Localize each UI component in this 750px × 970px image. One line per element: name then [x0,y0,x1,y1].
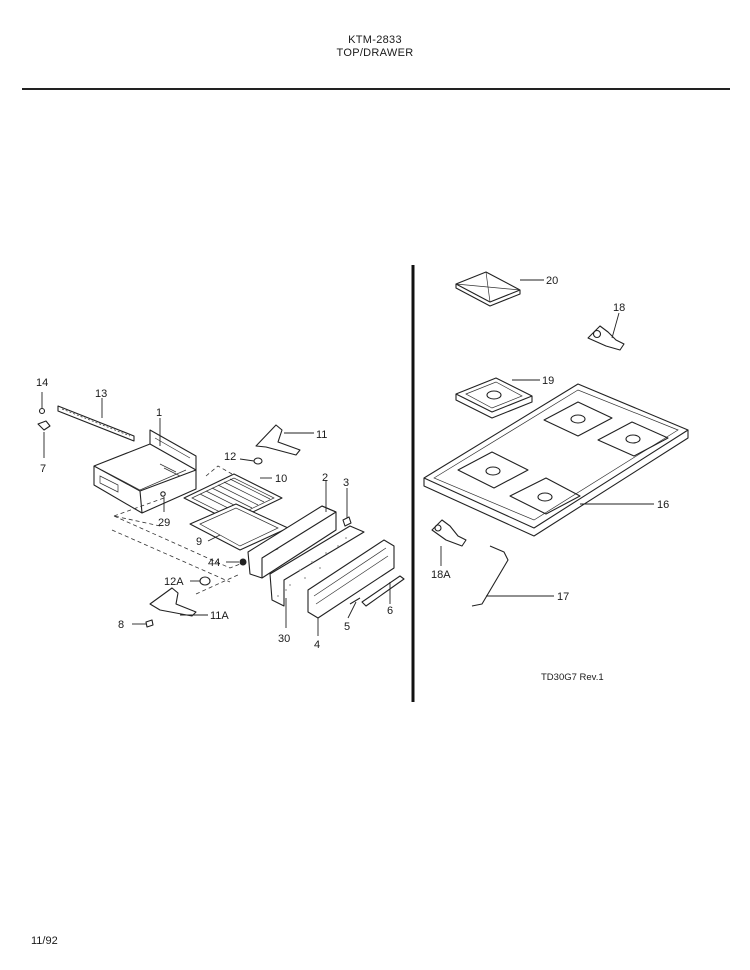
callout-16: 16 [657,499,669,511]
drawing-reference-code: TD30G7 Rev.1 [541,672,604,683]
part-5-screw [349,597,361,605]
callout-3: 3 [343,477,349,489]
part-4-drawer-front [307,539,395,619]
part-6-handle [361,575,405,607]
part-16-cooktop [423,383,689,537]
callout-18a: 18A [431,569,451,581]
callout-18: 18 [613,302,625,314]
part-19-burner-bowl [455,377,533,419]
callout-20: 20 [546,275,558,287]
callout-13: 13 [95,388,107,400]
part-18-valve [587,325,625,351]
part-12-spacer [253,457,263,465]
callout-11a: 11A [210,610,229,622]
part-18a-valve [431,519,467,547]
part-13-rail [57,405,135,442]
callout-1: 1 [156,407,162,419]
callout-2: 2 [322,472,328,484]
assembly-dashed-outline-upper [205,465,233,477]
section-title: TOP/DRAWER [336,47,414,59]
callout-8: 8 [118,619,124,631]
part-8-screw [145,619,154,628]
callout-30: 30 [278,633,290,645]
part-7-bracket [37,420,51,431]
part-12a-spacer [199,576,211,586]
callout-7: 7 [40,463,46,475]
part-20-grate [455,271,521,307]
callout-6: 6 [387,605,393,617]
part-1-drawer-body [93,429,197,514]
part-29-screw [160,491,166,497]
callout-4: 4 [314,639,320,651]
callout-17: 17 [557,591,569,603]
callout-14: 14 [36,377,48,389]
callout-11: 11 [316,429,327,441]
part-11a-slide-bracket [149,587,197,617]
callout-10: 10 [275,473,287,485]
part-44-bumper [239,558,247,566]
callout-12a: 12A [164,576,184,588]
header-divider [22,88,730,90]
callout-29: 29 [158,517,170,529]
part-17-tube [471,545,509,607]
assembly-dashed-outline [111,497,281,595]
callout-9: 9 [196,536,202,548]
part-30-insulation [269,525,365,607]
part-2-drawer-front-frame [247,505,337,579]
part-3-screw [342,516,352,527]
callout-12: 12 [224,451,236,463]
callout-19: 19 [542,375,554,387]
callout-leaders [41,279,654,636]
footer-date: 11/92 [31,935,58,947]
model-number: KTM-2833 [348,34,402,46]
part-11-slide-bracket [255,424,301,456]
callout-44: 44 [208,557,220,569]
part-14-clip [38,407,46,415]
callout-5: 5 [344,621,350,633]
